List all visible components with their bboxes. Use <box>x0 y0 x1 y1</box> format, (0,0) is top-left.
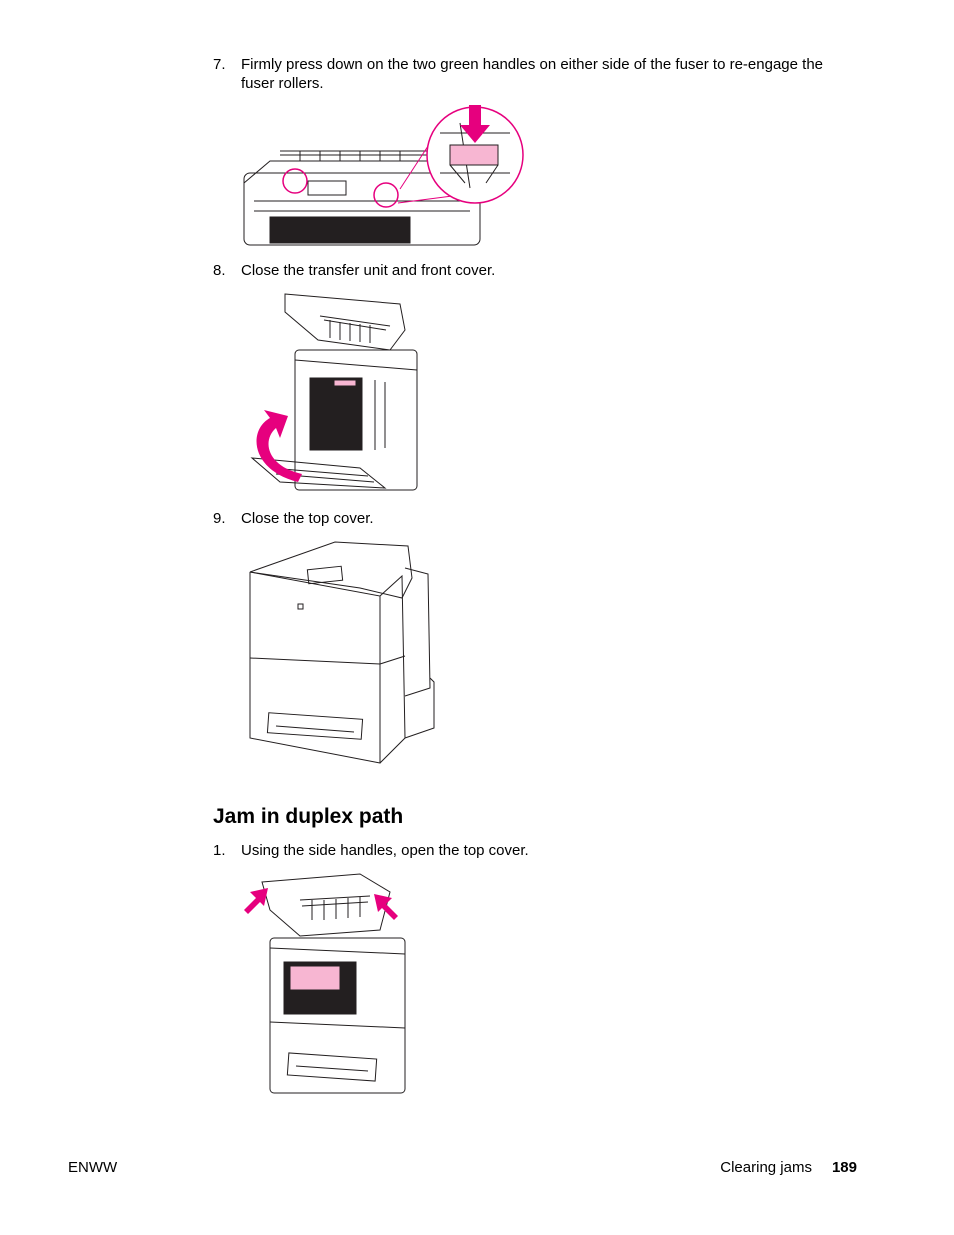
step-number: 8. <box>213 262 226 279</box>
fuser-handles-illustration <box>240 103 530 248</box>
open-top-cover-illustration <box>240 870 415 1098</box>
step-number: 7. <box>213 56 226 73</box>
step-text: Close the transfer unit and front cover. <box>241 262 496 279</box>
page-number: 189 <box>831 1159 857 1176</box>
step-number: 1. <box>213 842 226 859</box>
step-text: Firmly press down on the two green handl… <box>241 56 824 92</box>
footer-doc-id: ENWW <box>68 1159 118 1176</box>
section-title: Jam in duplex path <box>213 805 404 828</box>
closed-printer-illustration <box>240 538 435 766</box>
step-text: Using the side handles, open the top cov… <box>241 842 529 859</box>
footer-chapter: Clearing jams <box>720 1159 812 1176</box>
footer-page-info: Clearing jams 189 <box>720 1158 857 1177</box>
close-transfer-unit-illustration <box>240 290 425 495</box>
step-number: 9. <box>213 510 226 527</box>
step-text: Close the top cover. <box>241 510 374 527</box>
